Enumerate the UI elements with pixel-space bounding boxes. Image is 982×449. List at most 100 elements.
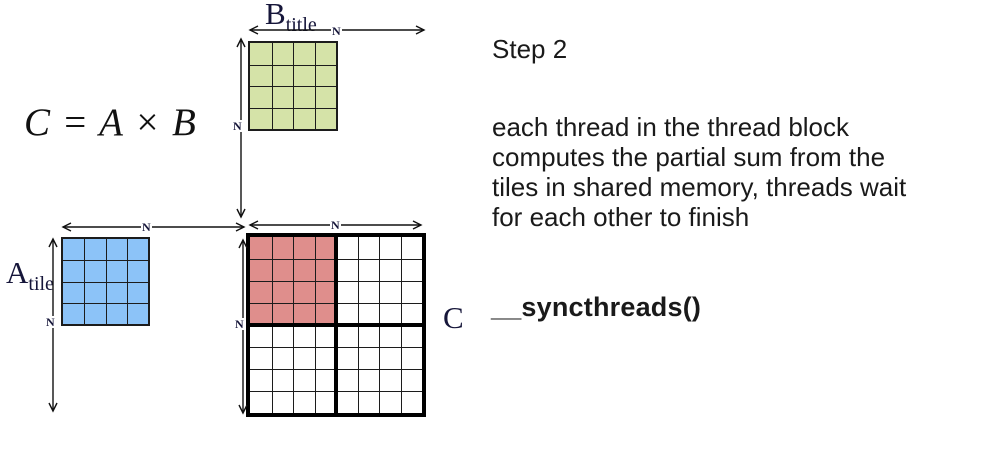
matrix-c-label: C — [443, 300, 464, 335]
grid-cell — [63, 239, 85, 261]
grid-cell — [293, 107, 315, 129]
n-label-a-height: N — [45, 315, 56, 329]
grid-cell — [357, 347, 379, 369]
grid-cell — [250, 369, 272, 391]
matrix-c-grid — [246, 233, 426, 417]
grid-cell — [400, 369, 422, 391]
grid-cell — [250, 391, 272, 413]
grid-cell — [63, 302, 85, 324]
grid-cell — [293, 369, 315, 391]
grid-cell — [314, 281, 336, 303]
grid-cell — [63, 281, 85, 303]
grid-cell — [271, 369, 293, 391]
grid-cell — [271, 107, 293, 129]
grid-cell — [126, 239, 148, 261]
grid-cell — [357, 391, 379, 413]
grid-cell — [84, 239, 106, 261]
grid-cell — [126, 260, 148, 282]
dimension-arrows — [48, 25, 426, 415]
matrix-a-label-subscript: tile — [28, 273, 54, 295]
matrix-a-label: Atile — [6, 257, 54, 294]
grid-cell — [271, 303, 293, 325]
n-label-a-width: N — [141, 220, 152, 234]
grid-cell — [314, 86, 336, 108]
grid-cell — [314, 43, 336, 65]
grid-cell — [314, 237, 336, 259]
grid-cell — [63, 260, 85, 282]
grid-cell — [400, 281, 422, 303]
grid-cell — [250, 281, 272, 303]
grid-cell — [314, 64, 336, 86]
grid-cell — [357, 237, 379, 259]
grid-cell — [250, 259, 272, 281]
grid-cell — [271, 391, 293, 413]
matrix-b-label-base: B — [265, 0, 286, 31]
grid-cell — [271, 86, 293, 108]
step-title: Step 2 — [492, 34, 568, 64]
grid-cell — [250, 347, 272, 369]
grid-cell — [105, 239, 127, 261]
grid-cell — [357, 369, 379, 391]
grid-cell — [400, 259, 422, 281]
grid-cell — [293, 237, 315, 259]
grid-cell — [379, 347, 401, 369]
c-grid-horizontal-divider — [250, 323, 422, 327]
grid-cell — [357, 281, 379, 303]
grid-cell — [293, 43, 315, 65]
grid-cell — [293, 281, 315, 303]
grid-cell — [293, 347, 315, 369]
grid-cell — [293, 86, 315, 108]
grid-cell — [357, 303, 379, 325]
grid-cell — [126, 302, 148, 324]
matrix-a-label-base: A — [6, 255, 29, 290]
grid-cell — [84, 260, 106, 282]
step-description: each thread in the thread block computes… — [492, 112, 907, 232]
grid-cell — [314, 107, 336, 129]
grid-cell — [400, 237, 422, 259]
grid-cell — [84, 302, 106, 324]
n-label-b-height: N — [232, 119, 243, 133]
grid-cell — [314, 347, 336, 369]
formula-c-equals-a-times-b: C = A × B — [24, 101, 197, 144]
n-label-b-width: N — [331, 24, 342, 38]
matrix-b-grid — [248, 41, 338, 131]
grid-cell — [314, 391, 336, 413]
grid-cell — [293, 64, 315, 86]
grid-cell — [293, 259, 315, 281]
n-label-c-height: N — [234, 317, 245, 331]
grid-cell — [84, 281, 106, 303]
grid-cell — [271, 43, 293, 65]
grid-cell — [250, 107, 272, 129]
grid-cell — [379, 281, 401, 303]
syncthreads-code: __syncthreads() — [491, 292, 702, 322]
grid-cell — [271, 259, 293, 281]
grid-cell — [357, 259, 379, 281]
grid-cell — [379, 259, 401, 281]
grid-cell — [379, 369, 401, 391]
grid-cell — [105, 260, 127, 282]
grid-cell — [250, 86, 272, 108]
grid-cell — [250, 237, 272, 259]
grid-cell — [293, 303, 315, 325]
n-label-c-width: N — [330, 218, 341, 232]
grid-cell — [400, 391, 422, 413]
grid-cell — [314, 369, 336, 391]
grid-cell — [271, 64, 293, 86]
grid-cell — [250, 64, 272, 86]
grid-cell — [314, 259, 336, 281]
grid-cell — [379, 303, 401, 325]
grid-cell — [105, 302, 127, 324]
grid-cell — [271, 281, 293, 303]
grid-cell — [271, 347, 293, 369]
grid-cell — [400, 347, 422, 369]
grid-cell — [126, 281, 148, 303]
matrix-a-grid — [61, 237, 150, 326]
grid-cell — [400, 303, 422, 325]
grid-cell — [250, 303, 272, 325]
grid-cell — [314, 303, 336, 325]
grid-cell — [105, 281, 127, 303]
grid-cell — [379, 391, 401, 413]
grid-cell — [271, 237, 293, 259]
grid-cell — [250, 43, 272, 65]
